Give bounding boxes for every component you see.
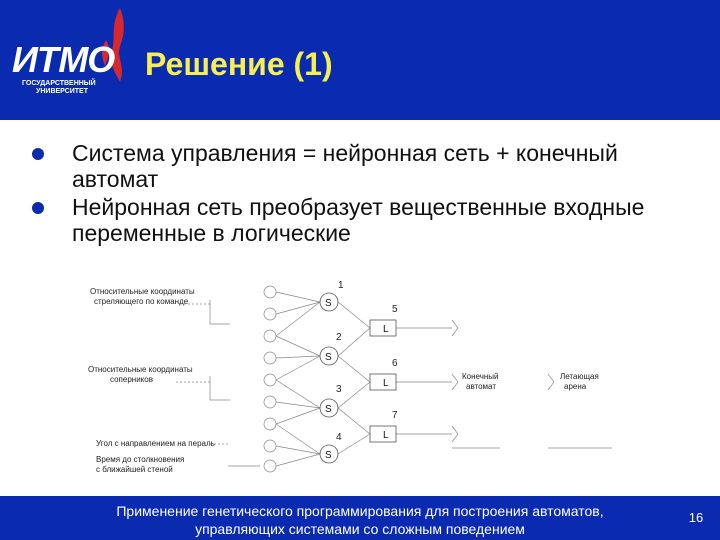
output-label: арена — [564, 382, 587, 391]
l-node-label: L — [383, 324, 389, 335]
s-node-number: 3 — [336, 384, 342, 395]
s-node-label: S — [325, 450, 332, 461]
input-label: Время до столкновения — [96, 455, 184, 464]
footer-line1: Применение генетического программировани… — [116, 503, 604, 519]
input-label: соперников — [110, 375, 153, 384]
bullet-item: Система управления = нейронная сеть + ко… — [30, 140, 690, 192]
input-label: стреляющего по команде — [94, 297, 189, 306]
logo-wordmark: ИТМО — [12, 39, 115, 80]
input-label: Относительные координаты — [88, 365, 193, 374]
s-node-number: 2 — [336, 332, 342, 343]
automaton-label: автомат — [466, 382, 496, 391]
footer-caption: Применение генетического программировани… — [60, 502, 660, 538]
slide-header: ИТМО ГОСУДАРСТВЕННЫЙ УНИВЕРСИТЕТ Решение… — [0, 0, 720, 120]
s-node-label: S — [325, 298, 332, 309]
l-node-number: 7 — [392, 410, 398, 421]
logo-subtitle: ГОСУДАРСТВЕННЫЙ УНИВЕРСИТЕТ — [22, 80, 96, 96]
s-node-number: 1 — [338, 280, 344, 291]
output-label: Летающая — [560, 372, 599, 381]
bullet-list: Система управления = нейронная сеть + ко… — [30, 140, 690, 248]
bullet-dot-icon — [32, 202, 44, 214]
slide-footer: Применение генетического программировани… — [0, 496, 720, 540]
logo-subtitle-line1: ГОСУДАРСТВЕННЫЙ — [22, 80, 96, 87]
logo-subtitle-line2: УНИВЕРСИТЕТ — [36, 88, 88, 95]
slide-title: Решение (1) — [145, 46, 333, 82]
footer-line2: управляющих системами со сложным поведен… — [195, 521, 525, 537]
bullet-dot-icon — [32, 148, 44, 160]
bullet-item: Нейронная сеть преобразует вещественные … — [30, 194, 690, 246]
input-label: Относительные координаты — [90, 287, 195, 296]
logo-flame-icon — [102, 8, 124, 82]
page-number: 16 — [688, 510, 704, 525]
input-label: Угол с направлением на пераль — [96, 439, 215, 448]
s-node-number: 4 — [336, 432, 342, 443]
s-node-label: S — [325, 404, 332, 415]
l-node-number: 6 — [392, 358, 398, 369]
l-node-label: L — [383, 378, 389, 389]
l-node-number: 5 — [392, 304, 398, 315]
automaton-label: Конечный — [462, 372, 499, 381]
bullet-text: Нейронная сеть преобразует вещественные … — [72, 194, 645, 246]
university-logo: ИТМО ГОСУДАРСТВЕННЫЙ УНИВЕРСИТЕТ — [8, 6, 133, 106]
s-node-label: S — [325, 352, 332, 363]
input-label: с ближайшей стеной — [96, 465, 173, 474]
l-node-label: L — [383, 430, 389, 441]
neural-network-diagram: S S S S 1 2 3 4 L L L 5 6 7 Относительны… — [88, 280, 612, 474]
bullet-text: Система управления = нейронная сеть + ко… — [72, 140, 618, 192]
